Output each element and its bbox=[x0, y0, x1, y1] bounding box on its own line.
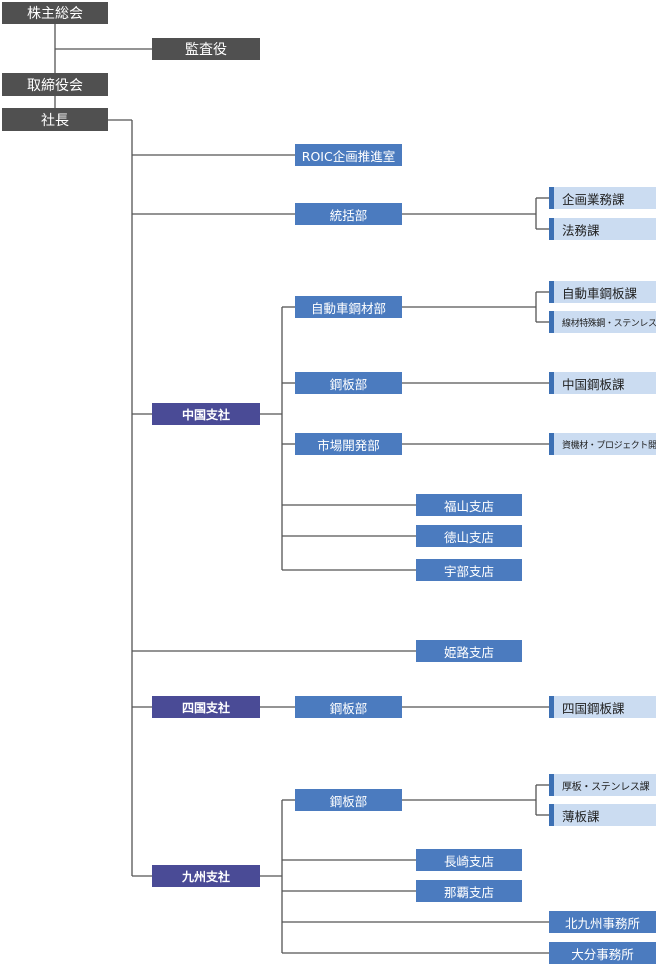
legal-section-box: 法務課 bbox=[549, 218, 656, 240]
auto-steel-sheet-section-box: 自動車鋼板課 bbox=[549, 281, 656, 303]
chugoku-steel-sheet-section-box: 中国鋼板課 bbox=[549, 372, 656, 394]
thin-sheet-section-box: 薄板課 bbox=[549, 804, 656, 826]
shikoku-steel-sheet-section-box: 四国鋼板課 bbox=[549, 696, 656, 718]
wire-specialty-stainless-section-box: 線材特殊鋼・ステンレス課 bbox=[549, 311, 656, 333]
chugoku-steel-sheet-dept-box: 鋼板部 bbox=[295, 372, 402, 394]
shikoku-branch-office-box: 四国支社 bbox=[152, 696, 260, 718]
plate-stainless-section-box: 厚板・ステンレス課 bbox=[549, 774, 656, 796]
kyushu-branch-office-box: 九州支社 bbox=[152, 865, 260, 887]
shareholders-meeting-box: 株主総会 bbox=[2, 2, 108, 24]
naha-branch-box: 那覇支店 bbox=[416, 880, 522, 902]
kitakyushu-office-box: 北九州事務所 bbox=[549, 911, 656, 933]
nagasaki-branch-box: 長崎支店 bbox=[416, 849, 522, 871]
chugoku-market-dev-dept-box: 市場開発部 bbox=[295, 433, 402, 455]
kyushu-steel-sheet-dept-box: 鋼板部 bbox=[295, 789, 402, 811]
shikoku-steel-sheet-dept-box: 鋼板部 bbox=[295, 696, 402, 718]
materials-project-section-box: 資機材・プロジェクト開発課 bbox=[549, 433, 656, 455]
planning-section-box: 企画業務課 bbox=[549, 187, 656, 209]
roic-office-box: ROIC企画推進室 bbox=[295, 144, 402, 166]
board-box: 取締役会 bbox=[2, 73, 108, 96]
general-dept-box: 統括部 bbox=[295, 203, 402, 225]
auditor-box: 監査役 bbox=[152, 38, 260, 60]
tokuyama-branch-box: 徳山支店 bbox=[416, 525, 522, 547]
ube-branch-box: 宇部支店 bbox=[416, 559, 522, 581]
oita-office-box: 大分事務所 bbox=[549, 942, 656, 964]
president-box: 社長 bbox=[2, 108, 108, 131]
chugoku-branch-office-box: 中国支社 bbox=[152, 403, 260, 425]
fukuyama-branch-box: 福山支店 bbox=[416, 494, 522, 516]
himeji-branch-box: 姫路支店 bbox=[416, 640, 522, 662]
chugoku-auto-steel-dept-box: 自動車鋼材部 bbox=[295, 296, 402, 318]
